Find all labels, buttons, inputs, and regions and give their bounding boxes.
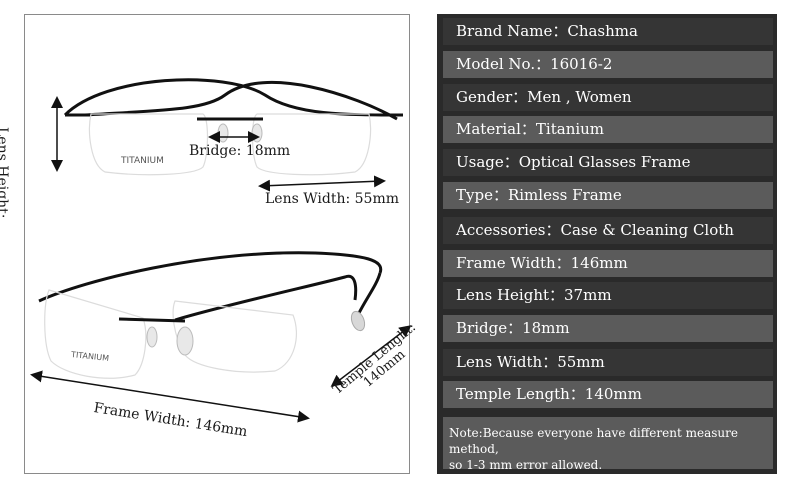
lens-height-label: Lens Height: 37mm [0, 127, 10, 219]
spec-type: Type：Rimless Frame [443, 182, 773, 209]
specifications-panel: Brand Name：Chashma Model No.：16016-2 Gen… [437, 14, 777, 474]
spec-gender: Gender：Men , Women [443, 84, 773, 111]
note-line-1: Note:Because everyone have different mea… [449, 426, 738, 456]
front-view-glasses [51, 78, 404, 192]
bridge-label: Bridge: 18mm [189, 143, 291, 159]
product-diagram-panel: Lens Height: 37mm Bridge: 18mm Lens Widt… [0, 14, 419, 474]
spec-bridge: Bridge：18mm [443, 315, 773, 342]
spec-lens-height: Lens Height：37mm [443, 282, 773, 309]
glasses-illustration [30, 78, 411, 423]
angled-view-glasses [30, 251, 411, 423]
measurement-note: Note:Because everyone have different mea… [443, 417, 773, 472]
lens-height-line1: Lens Height: [0, 127, 10, 219]
spec-accessories: Accessories：Case & Cleaning Cloth [443, 217, 773, 244]
lens-width-label: Lens Width: 55mm [265, 191, 399, 207]
spec-model-no: Model No.：16016-2 [443, 51, 773, 78]
spec-usage: Usage：Optical Glasses Frame [443, 149, 773, 176]
titanium-engraving-top: TITANIUM [121, 156, 164, 166]
spec-temple-length: Temple Length：140mm [443, 381, 773, 408]
spec-brand-name: Brand Name：Chashma [443, 18, 773, 45]
spec-material: Material：Titanium [443, 116, 773, 143]
spec-frame-width: Frame Width：146mm [443, 250, 773, 277]
note-line-2: so 1-3 mm error allowed. [449, 458, 603, 472]
spec-lens-width: Lens Width：55mm [443, 349, 773, 376]
